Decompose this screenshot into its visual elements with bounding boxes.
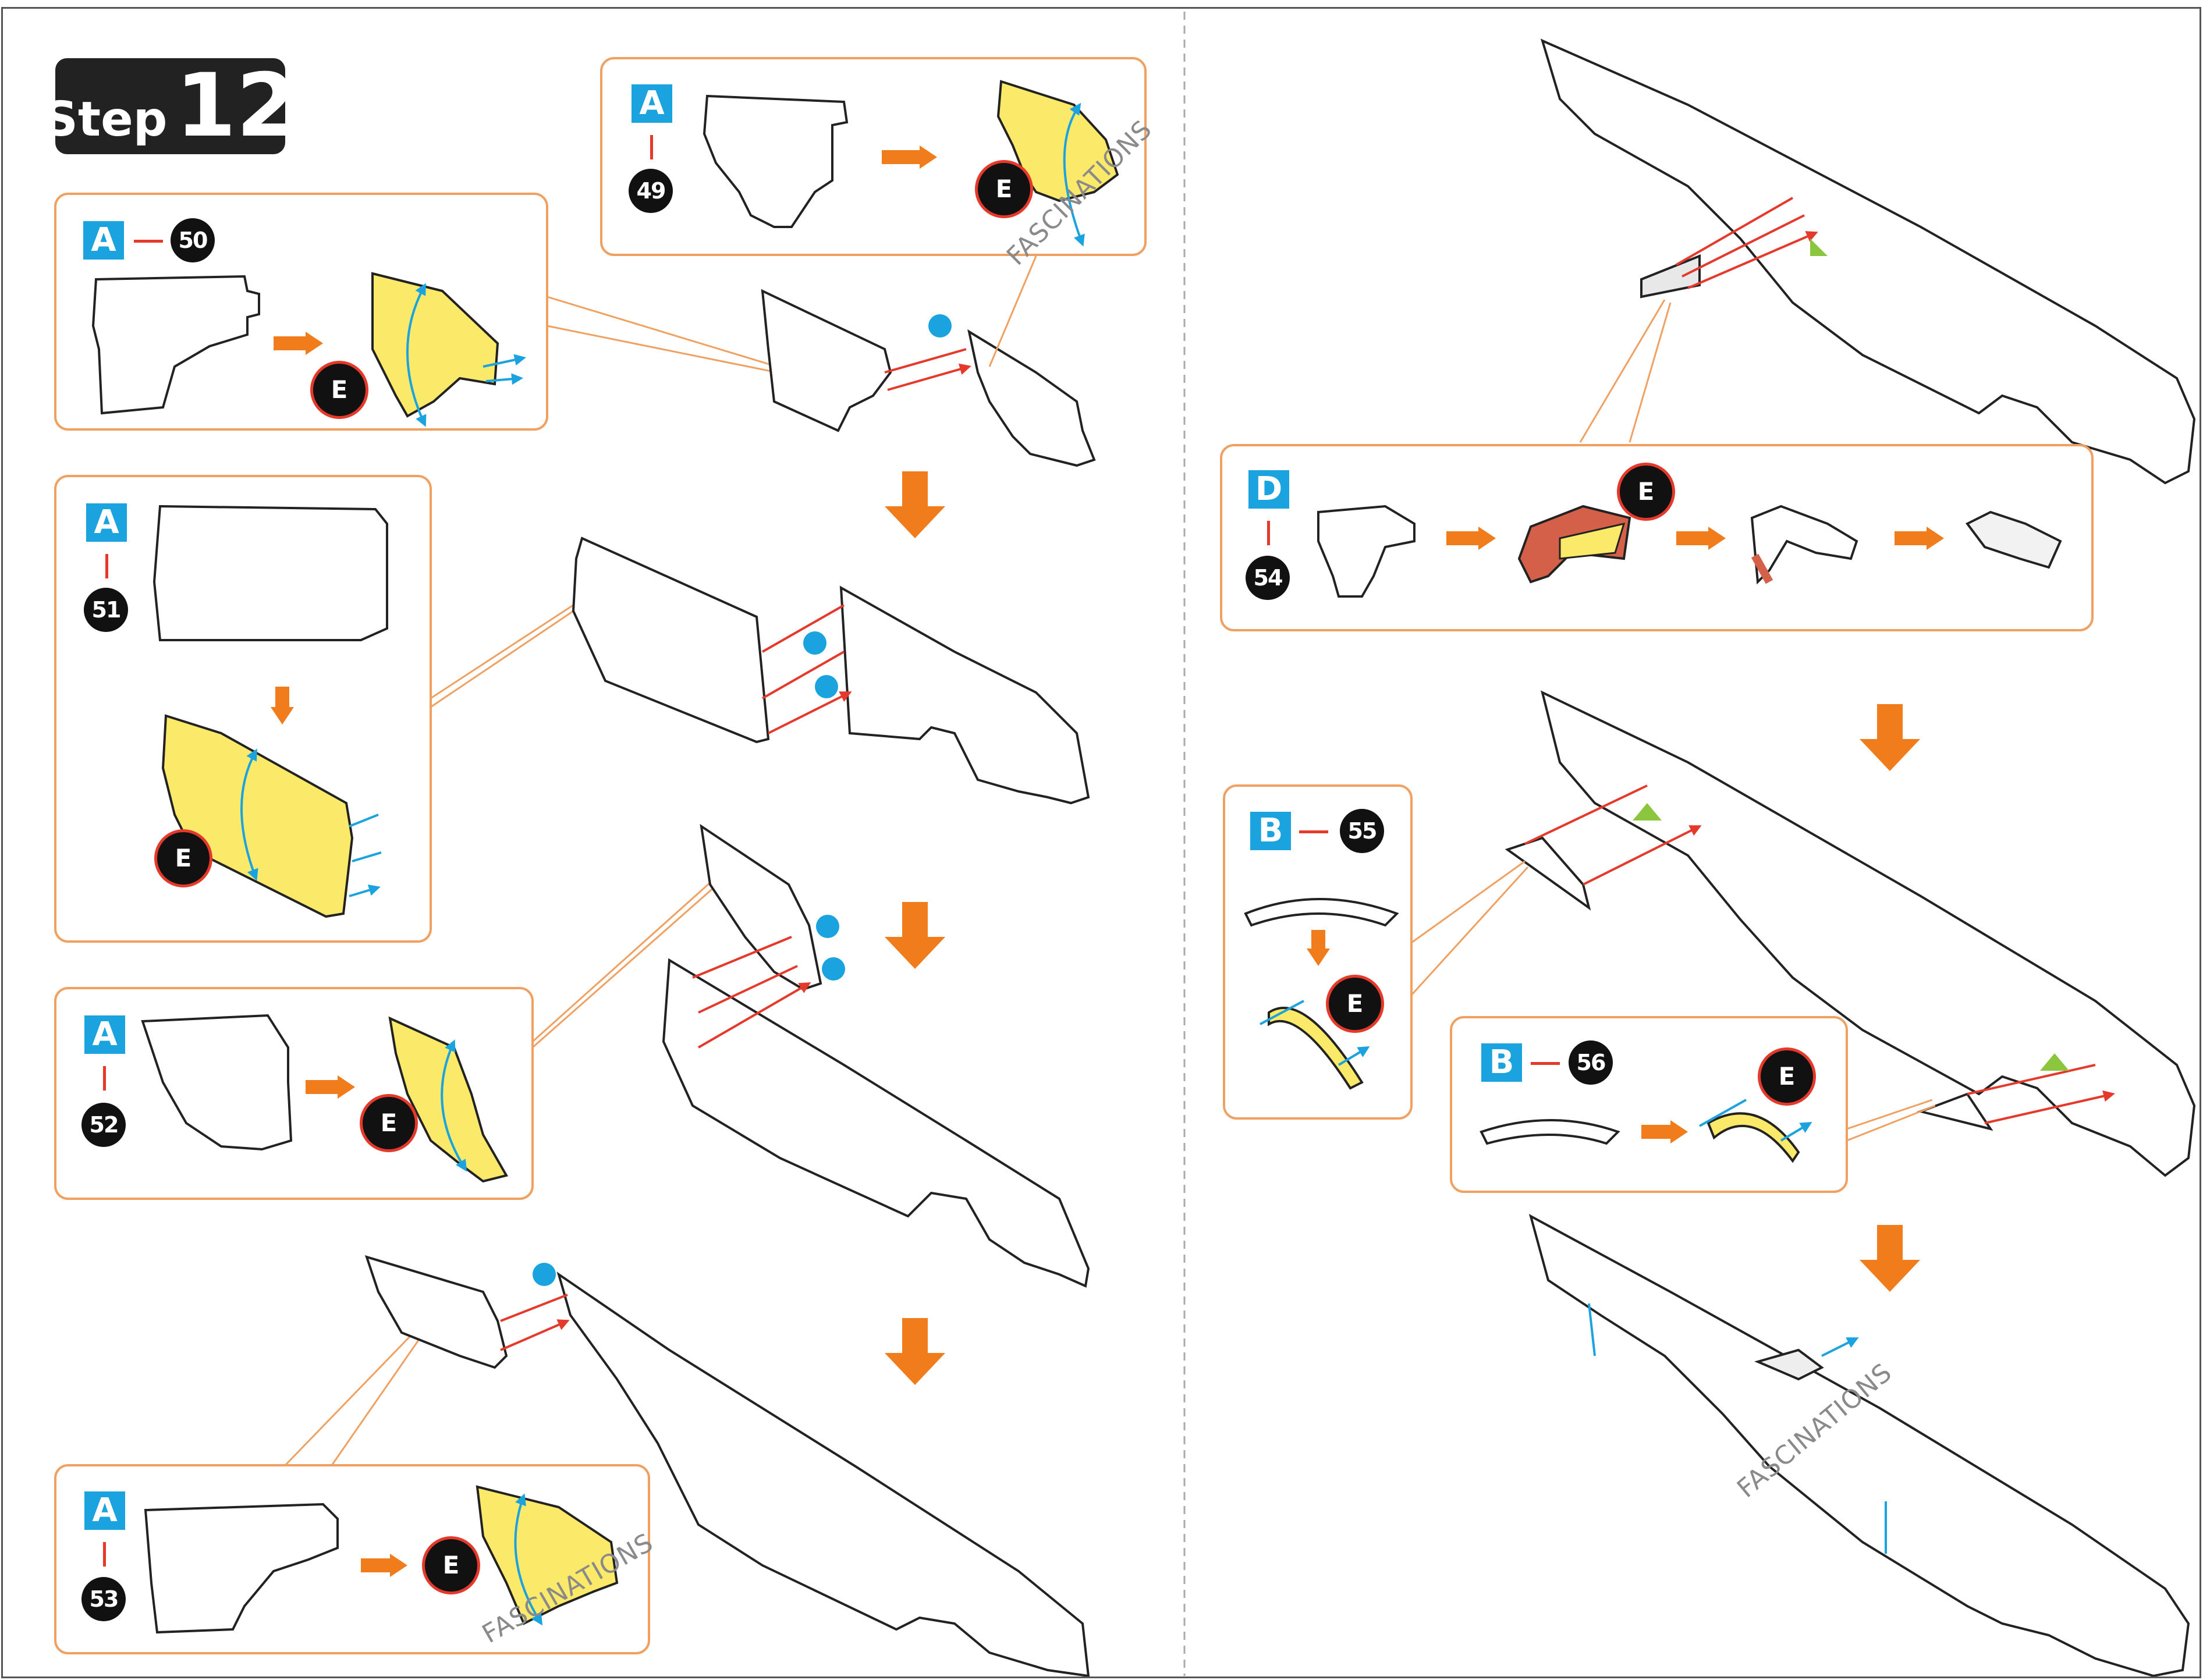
glue-marker-51: E bbox=[154, 829, 212, 887]
step-word: Step bbox=[43, 92, 168, 147]
assembly-stage-2 bbox=[572, 537, 1090, 805]
sheet-border bbox=[1, 7, 2201, 1678]
label-dash-52 bbox=[103, 1066, 106, 1091]
glue-marker-50: E bbox=[310, 361, 368, 419]
glue-marker-55: E bbox=[1326, 975, 1384, 1033]
part-number-56: 56 bbox=[1569, 1040, 1613, 1085]
part-49-glued bbox=[996, 80, 1119, 203]
assembly-stage-5 bbox=[1540, 38, 2196, 485]
part-56-glued bbox=[1707, 1112, 1800, 1163]
part-55-glued bbox=[1268, 1007, 1364, 1090]
down-arrow-2 bbox=[885, 902, 945, 969]
glue-marker-49: E bbox=[975, 160, 1033, 218]
part-49-flat bbox=[703, 94, 849, 228]
part-number-52: 52 bbox=[81, 1103, 126, 1147]
part-56-flat bbox=[1480, 1119, 1620, 1145]
callout-54-box bbox=[1220, 444, 2094, 631]
part-50-glued bbox=[371, 272, 499, 418]
sheet-label-54: D bbox=[1248, 470, 1289, 509]
part-number-50: 50 bbox=[171, 218, 215, 262]
callout-50-box bbox=[54, 193, 548, 431]
glue-marker-54: E bbox=[1617, 463, 1675, 521]
label-dash-53 bbox=[103, 1542, 106, 1567]
label-dash-55 bbox=[1299, 830, 1328, 833]
part-50-flat bbox=[91, 275, 260, 415]
step-number: 12 bbox=[175, 55, 297, 157]
part-51-flat bbox=[152, 505, 388, 641]
callout-49-box bbox=[600, 57, 1147, 256]
down-arrow-1 bbox=[885, 471, 945, 538]
step-badge: Step 12 bbox=[44, 58, 297, 154]
down-arrow-3 bbox=[885, 1318, 945, 1385]
assembly-stage-3 bbox=[662, 823, 1090, 1288]
sheet-label-49: A bbox=[632, 84, 672, 123]
part-number-51: 51 bbox=[84, 588, 128, 632]
sheet-label-56: B bbox=[1481, 1043, 1522, 1082]
callout-51-box bbox=[54, 475, 432, 943]
label-dash-54 bbox=[1267, 521, 1270, 545]
callout-52-box bbox=[54, 987, 534, 1200]
part-number-53: 53 bbox=[81, 1577, 126, 1621]
assembly-stage-4 bbox=[364, 1255, 1090, 1678]
down-arrow-4 bbox=[1860, 704, 1920, 771]
part-54-done bbox=[1965, 510, 2062, 569]
part-53-glued bbox=[476, 1485, 619, 1625]
sheet-label-50: A bbox=[83, 221, 124, 260]
part-55-flat bbox=[1244, 898, 1399, 927]
part-number-49: 49 bbox=[629, 169, 673, 213]
label-dash-50 bbox=[134, 240, 163, 243]
callout-56-box bbox=[1450, 1016, 1848, 1193]
part-54-flat bbox=[1317, 505, 1416, 598]
callout-55-box bbox=[1223, 784, 1413, 1120]
part-number-54: 54 bbox=[1246, 556, 1290, 600]
part-number-55: 55 bbox=[1340, 809, 1384, 853]
label-dash-49 bbox=[650, 135, 653, 159]
down-arrow-5 bbox=[1860, 1225, 1920, 1292]
glue-marker-52: E bbox=[360, 1094, 418, 1152]
label-dash-56 bbox=[1531, 1062, 1560, 1065]
glue-marker-56: E bbox=[1758, 1047, 1816, 1106]
sheet-label-53: A bbox=[84, 1491, 125, 1530]
glue-marker-53: E bbox=[422, 1536, 480, 1594]
assembly-stage-1 bbox=[761, 289, 1096, 467]
part-52-flat bbox=[141, 1014, 293, 1151]
label-dash-51 bbox=[105, 554, 108, 578]
sheet-label-51: A bbox=[86, 503, 127, 542]
part-53-flat bbox=[144, 1503, 339, 1634]
sheet-label-52: A bbox=[84, 1015, 125, 1054]
sheet-label-55: B bbox=[1250, 812, 1291, 850]
assembly-stage-6 bbox=[1505, 690, 2196, 1177]
callout-53-box bbox=[54, 1464, 650, 1654]
assembly-final bbox=[1528, 1214, 2190, 1678]
